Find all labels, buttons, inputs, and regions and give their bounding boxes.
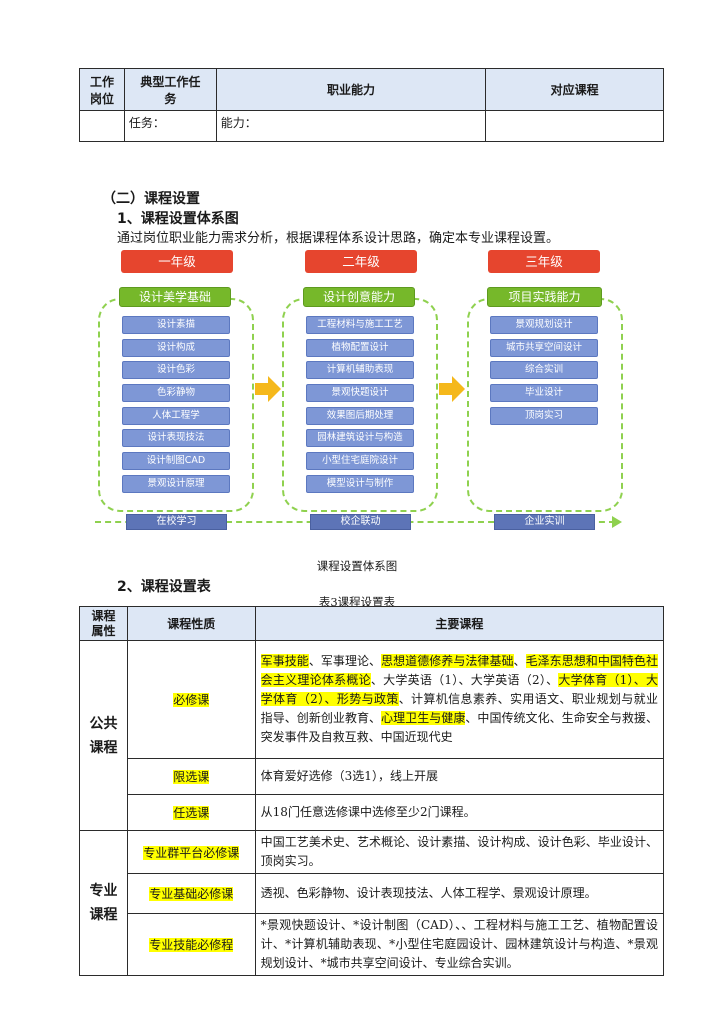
nature-free-elective: 任选课 bbox=[126, 794, 256, 831]
course-box: 设计表现技法 bbox=[122, 429, 230, 447]
intro-paragraph: 通过岗位职业能力需求分析，根据课程体系设计思路，确定本专业课程设置。 bbox=[117, 231, 560, 246]
course-box: 模型设计与制作 bbox=[306, 475, 414, 493]
cell-task: 任务： bbox=[123, 110, 217, 142]
ability-design-aesthetics: 设计美学基础 bbox=[119, 287, 231, 307]
header-ability: 职业能力 bbox=[215, 68, 487, 111]
foundation-required-text: 透视、色彩静物、设计表现技法、人体工程学、景观设计原理。 bbox=[254, 873, 665, 914]
course-box: 园林建筑设计与构造 bbox=[306, 429, 414, 447]
text-segment: 、中国传统文化、生命安全与救援、突发事件及自救互救、中国近现代史 bbox=[260, 711, 658, 744]
ability-design-creativity: 设计创意能力 bbox=[303, 287, 415, 307]
course-box: 工程材料与施工工艺 bbox=[306, 316, 414, 334]
stage-enterprise-training: 企业实训 bbox=[494, 514, 595, 530]
free-elective-text: 从18门任意选修课中选修至少2门课程。 bbox=[254, 794, 665, 831]
header-job-position: 工作 岗位 bbox=[79, 68, 125, 111]
header-main-courses: 主要课程 bbox=[254, 606, 665, 641]
course-box: 景观快题设计 bbox=[306, 384, 414, 402]
job-ability-table: 工作 岗位 典型工作任 务 职业能力 对应课程 任务： 能力： bbox=[79, 68, 664, 142]
arrow-right-icon bbox=[255, 376, 281, 402]
text-segment: 、计算机信息素养、实用语文、职业规划与就业指导、创新创业教育、 bbox=[260, 692, 658, 725]
skill-required-text: *景观快题设计、*设计制图（CAD）、、工程材料与施工工艺、植物配置设计、*计算… bbox=[254, 913, 665, 976]
limited-elective-text: 体育爱好选修（3选1），线上开展 bbox=[254, 758, 665, 795]
text-segment: 、大学英语（1）、大学英语（2）、 bbox=[370, 673, 559, 687]
nature-foundation-required: 专业基础必修课 bbox=[126, 873, 256, 914]
course-box: 设计素描 bbox=[122, 316, 230, 334]
section-title-course-setup: （二）课程设置 bbox=[102, 191, 200, 207]
stage-school-enterprise: 校企联动 bbox=[310, 514, 411, 530]
course-box: 效果图后期处理 bbox=[306, 407, 414, 425]
course-box: 色彩静物 bbox=[122, 384, 230, 402]
cell-ability: 能力： bbox=[215, 110, 487, 142]
diagram-caption: 课程设置体系图 bbox=[316, 559, 398, 573]
course-box: 毕业设计 bbox=[490, 384, 598, 402]
section-title-course-table: 2、课程设置表 bbox=[117, 579, 211, 595]
course-box: 小型住宅庭院设计 bbox=[306, 452, 414, 470]
header-course-attribute: 课程 属性 bbox=[79, 606, 128, 641]
course-box: 设计制图CAD bbox=[122, 452, 230, 470]
nature-platform-required: 专业群平台必修课 bbox=[126, 830, 256, 874]
ability-project-practice: 项目实践能力 bbox=[487, 287, 602, 307]
course-box: 综合实训 bbox=[490, 361, 598, 379]
required-courses-text: 军事技能、军事理论、思想道德修养与法律基础、毛泽东思想和中国特色社会主义理论体系… bbox=[254, 640, 665, 759]
text-segment: 、 bbox=[513, 654, 526, 668]
course-box: 景观设计原理 bbox=[122, 475, 230, 493]
section-title-system-diagram: 1、课程设置体系图 bbox=[117, 211, 239, 227]
public-course-label: 公共 课程 bbox=[79, 640, 128, 831]
text-segment: 、军事理论、 bbox=[308, 654, 382, 668]
course-box: 城市共享空间设计 bbox=[490, 339, 598, 357]
cell-job bbox=[79, 110, 125, 142]
nature-required: 必修课 bbox=[126, 640, 256, 759]
year-1-label: 一年级 bbox=[121, 250, 233, 273]
course-box: 设计构成 bbox=[122, 339, 230, 357]
nature-skill-required: 专业技能必修程 bbox=[126, 913, 256, 976]
course-box: 顶岗实习 bbox=[490, 407, 598, 425]
year-3-label: 三年级 bbox=[488, 250, 600, 273]
course-box: 计算机辅助表现 bbox=[306, 361, 414, 379]
arrow-right-icon bbox=[439, 376, 465, 402]
course-box: 人体工程学 bbox=[122, 407, 230, 425]
course-box: 植物配置设计 bbox=[306, 339, 414, 357]
major-course-label: 专业 课程 bbox=[79, 830, 128, 976]
table3-caption: 表3课程设置表 bbox=[318, 595, 396, 609]
header-typical-task: 典型工作任 务 bbox=[123, 68, 217, 111]
course-system-diagram: 一年级 二年级 三年级 设计美学基础 设计创意能力 项目实践能力 设计素描 设计… bbox=[90, 250, 635, 540]
highlight-segment: 心理卫生与健康 bbox=[381, 711, 466, 725]
header-course-nature: 课程性质 bbox=[126, 606, 256, 641]
course-setup-table: 课程 属性 课程性质 主要课程 公共 课程 必修课 军事技能、军事理论、思想道德… bbox=[79, 606, 665, 976]
platform-required-text: 中国工艺美术史、艺术概论、设计素描、设计构成、设计色彩、毕业设计、顶岗实习。 bbox=[254, 830, 665, 874]
header-course: 对应课程 bbox=[485, 68, 664, 111]
course-box: 设计色彩 bbox=[122, 361, 230, 379]
year-2-label: 二年级 bbox=[305, 250, 417, 273]
stage-school-study: 在校学习 bbox=[126, 514, 227, 530]
highlight-segment: 思想道德修养与法律基础 bbox=[381, 654, 514, 668]
cell-course bbox=[485, 110, 664, 142]
highlight-segment: 军事技能 bbox=[260, 654, 309, 668]
course-box: 景观规划设计 bbox=[490, 316, 598, 334]
timeline-arrowhead-icon bbox=[612, 516, 622, 528]
nature-limited-elective: 限选课 bbox=[126, 758, 256, 795]
